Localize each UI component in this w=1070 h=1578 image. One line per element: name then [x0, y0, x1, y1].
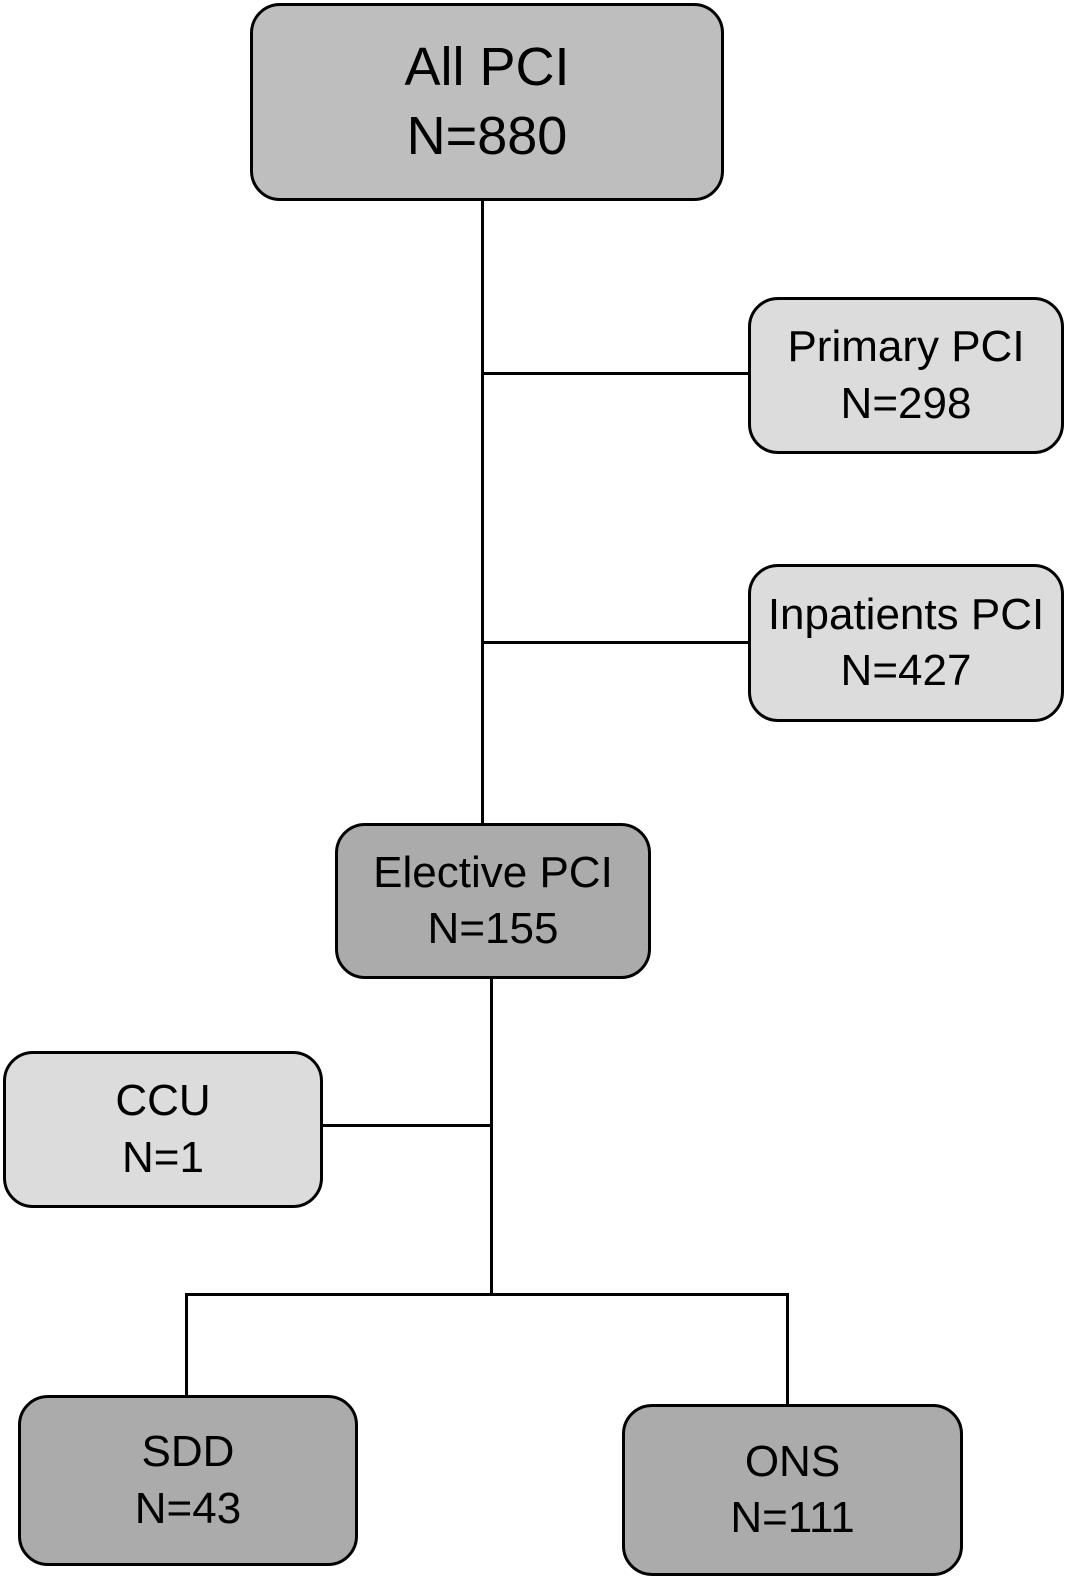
node-all-pci-label: All PCI: [404, 36, 570, 97]
connector-split-horizontal: [185, 1293, 789, 1296]
node-ons-label: ONS: [744, 1436, 841, 1486]
node-primary-pci-count: N=298: [840, 378, 972, 428]
node-ccu: CCU N=1: [3, 1051, 323, 1208]
node-sdd-count: N=43: [134, 1483, 242, 1533]
connector-drop-sdd: [185, 1293, 188, 1397]
connector-allpci-to-elective-vertical: [481, 200, 484, 824]
node-sdd: SDD N=43: [18, 1395, 358, 1566]
node-ccu-label: CCU: [115, 1076, 211, 1126]
node-primary-pci-label: Primary PCI: [787, 322, 1025, 372]
node-elective-pci-label: Elective PCI: [373, 847, 613, 897]
connector-branch-ccu: [321, 1124, 492, 1127]
node-inpatients-pci: Inpatients PCI N=427: [748, 564, 1064, 722]
node-primary-pci: Primary PCI N=298: [748, 297, 1064, 454]
connector-elective-to-split-vertical: [490, 978, 493, 1296]
node-inpatients-pci-label: Inpatients PCI: [767, 589, 1045, 639]
node-ccu-count: N=1: [122, 1132, 204, 1182]
node-sdd-label: SDD: [141, 1427, 235, 1477]
node-ons: ONS N=111: [622, 1404, 963, 1576]
node-elective-pci-count: N=155: [427, 904, 559, 953]
connector-drop-ons: [786, 1293, 789, 1406]
node-all-pci: All PCI N=880: [250, 3, 724, 201]
node-elective-pci: Elective PCI N=155: [335, 823, 651, 979]
node-all-pci-count: N=880: [406, 106, 568, 166]
node-ons-count: N=111: [730, 1493, 855, 1542]
connector-branch-inpatients-pci: [482, 641, 748, 644]
connector-branch-primary-pci: [482, 372, 748, 375]
node-inpatients-pci-count: N=427: [840, 646, 972, 695]
